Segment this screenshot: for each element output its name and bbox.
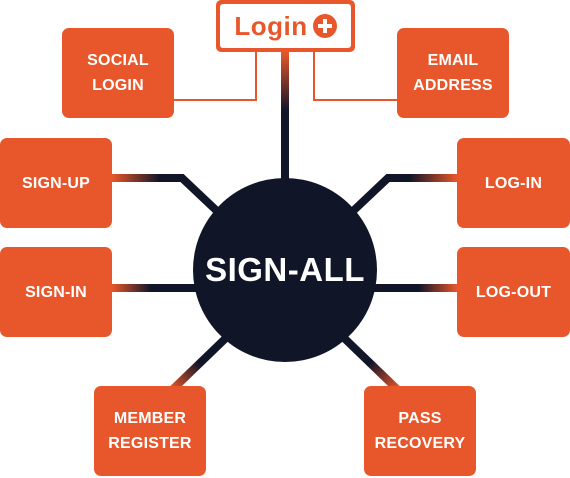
node-social-login[interactable]: SOCIAL LOGIN xyxy=(62,28,174,118)
node-label-line: SOCIAL xyxy=(87,52,149,69)
node-label-line: PASS xyxy=(398,410,442,427)
node-label-line: LOG-OUT xyxy=(475,283,552,301)
node-member-register[interactable]: MEMBER REGISTER xyxy=(94,386,206,476)
node-sign-up[interactable]: SIGN-UP xyxy=(0,138,112,228)
node-label-line: REGISTER xyxy=(108,435,192,452)
connector-member-register xyxy=(169,333,231,393)
node-log-out[interactable]: LOG-OUT xyxy=(457,247,570,337)
node-label-line: EMAIL xyxy=(427,52,479,69)
connector-sign-up xyxy=(112,174,221,215)
node-label-line: SIGN-UP xyxy=(21,174,91,192)
login-label: Login xyxy=(234,10,308,41)
node-log-in[interactable]: LOG-IN xyxy=(457,138,570,228)
sign-all-hub: SIGN-ALL xyxy=(193,178,377,362)
connector-log-out xyxy=(372,284,457,292)
plus-circle-icon xyxy=(312,14,337,38)
connector-email-address xyxy=(313,52,397,101)
connector-sign-in xyxy=(112,284,198,292)
node-label-line: RECOVERY xyxy=(374,435,466,452)
login-badge[interactable]: Login xyxy=(216,0,355,52)
node-label-line: LOGIN xyxy=(92,77,144,94)
hub-label: SIGN-ALL xyxy=(205,251,365,288)
connector-login xyxy=(281,52,289,182)
node-label-line: MEMBER xyxy=(113,410,187,427)
node-label-line: ADDRESS xyxy=(413,77,493,94)
connector-pass-recovery xyxy=(339,333,401,393)
connector-social-login xyxy=(174,52,257,101)
node-label-line: LOG-IN xyxy=(484,174,543,192)
node-label-line: SIGN-IN xyxy=(25,283,87,301)
node-sign-in[interactable]: SIGN-IN xyxy=(0,247,112,337)
node-pass-recovery[interactable]: PASS RECOVERY xyxy=(364,386,476,476)
login-badge-inner: Login xyxy=(220,4,351,48)
node-email-address[interactable]: EMAIL ADDRESS xyxy=(397,28,509,118)
connector-log-in xyxy=(349,174,457,215)
